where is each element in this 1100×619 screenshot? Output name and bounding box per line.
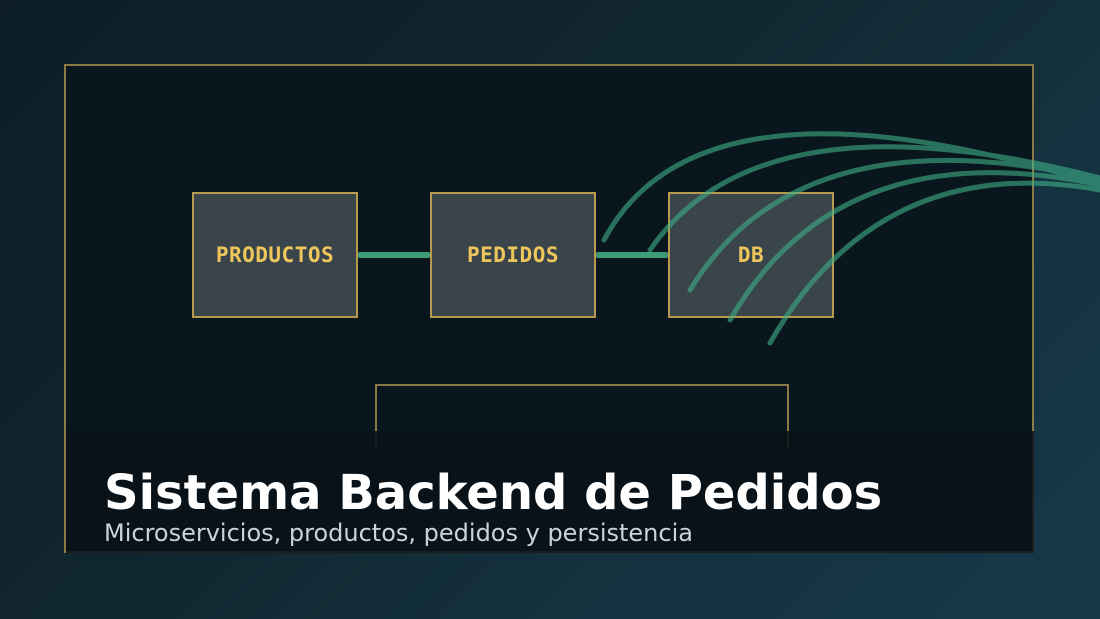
caption-band (66, 431, 1034, 553)
node-productos: PRODUCTOS (192, 192, 358, 318)
empty-footer-box (375, 384, 789, 448)
edge-pedidos-db (596, 252, 668, 258)
node-pedidos-label: PEDIDOS (466, 243, 559, 267)
node-db-label: DB (737, 243, 765, 267)
node-productos-label: PRODUCTOS (215, 243, 335, 267)
node-pedidos: PEDIDOS (430, 192, 596, 318)
node-db: DB (668, 192, 834, 318)
edge-productos-pedidos (358, 252, 430, 258)
page-title: Sistema Backend de Pedidos (104, 465, 883, 521)
page-subtitle: Microservicios, productos, pedidos y per… (104, 519, 693, 547)
